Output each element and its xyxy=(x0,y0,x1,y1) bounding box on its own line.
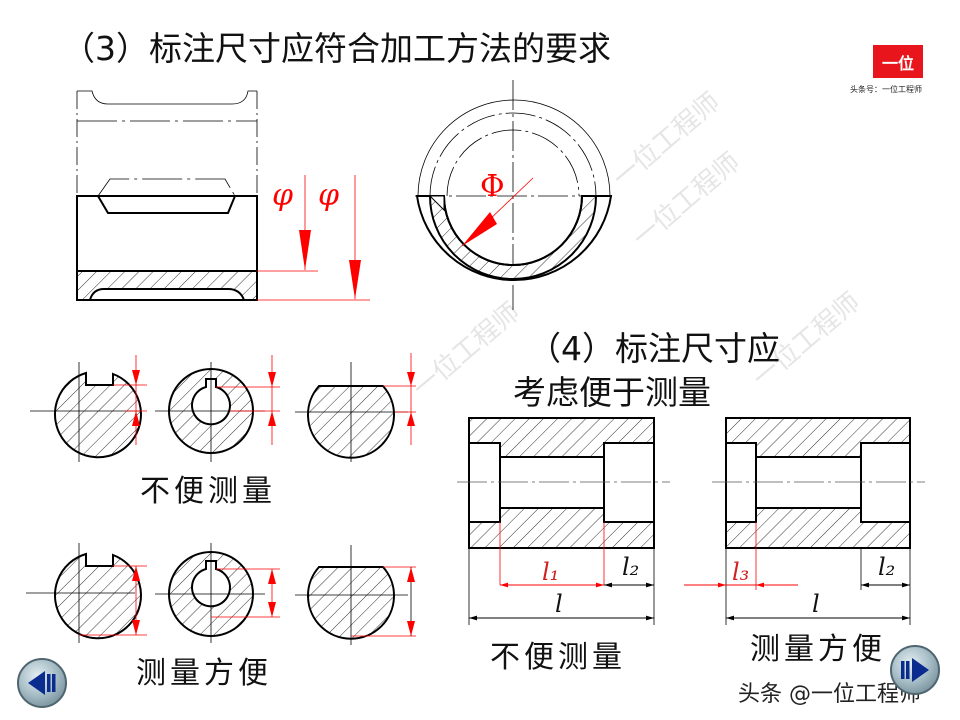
section-4-title-line1: （4）标注尺寸应 xyxy=(528,329,780,368)
caption-inconvenient-sections: 不便测量 xyxy=(140,474,276,509)
bushing-convenient: l₃ l₂ l xyxy=(684,417,925,625)
next-slide-button[interactable] xyxy=(890,645,940,695)
phi-symbol-circle: Φ xyxy=(480,169,505,204)
cross-sections-convenient xyxy=(26,543,416,645)
caption-convenient-bushing: 测量方便 xyxy=(750,632,886,667)
brand-logo: 一位 xyxy=(873,45,923,78)
forward-icon xyxy=(901,658,929,682)
phi-symbol-2: φ xyxy=(318,178,339,213)
author-credit: 头条 @一位工程师 xyxy=(738,682,921,707)
dim-l-right: l xyxy=(812,590,820,618)
section-4-title-line2: 考虑便于测量 xyxy=(513,373,711,412)
caption-inconvenient-bushing: 不便测量 xyxy=(490,640,626,675)
dim-l-left: l xyxy=(555,590,563,618)
shaft-side-view: φ φ xyxy=(76,90,370,301)
dim-l1: l₁ xyxy=(542,558,559,586)
rewind-icon xyxy=(28,671,56,695)
dim-l2-right: l₂ xyxy=(878,553,895,581)
bushing-inconvenient: l₁ l₂ l xyxy=(457,417,670,625)
section-3-title: （3）标注尺寸应符合加工方法的要求 xyxy=(62,29,611,68)
brand-logo-caption: 头条号：一位工程师 xyxy=(850,85,922,94)
prev-slide-button[interactable] xyxy=(17,658,67,708)
dim-l2-left: l₂ xyxy=(622,553,639,581)
cross-sections-inconvenient xyxy=(30,353,416,462)
caption-convenient-sections: 测量方便 xyxy=(136,656,272,691)
dim-l3: l₃ xyxy=(732,558,749,586)
phi-symbol-1: φ xyxy=(272,178,293,213)
bushing-section-view: Φ xyxy=(415,80,613,310)
